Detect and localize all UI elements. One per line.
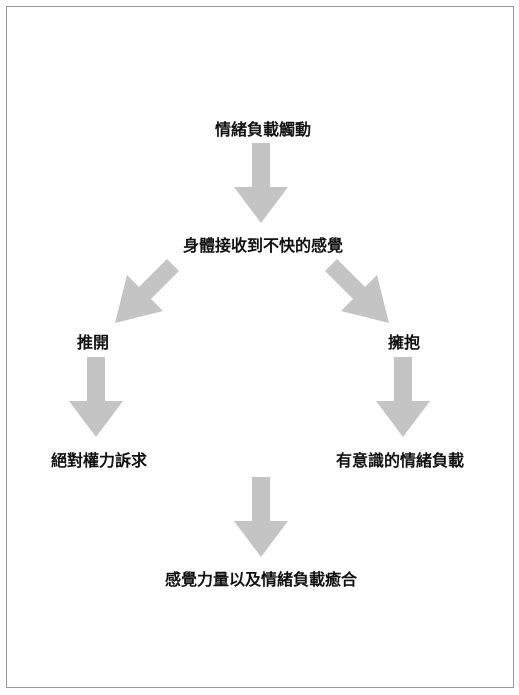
arrow-down-final bbox=[234, 477, 288, 557]
arrow-diag-right bbox=[325, 259, 389, 323]
node-conscious-emotion: 有意識的情緒負載 bbox=[335, 451, 465, 470]
node-absolute-power: 絕對權力訴求 bbox=[50, 451, 148, 470]
arrow-diag-left bbox=[115, 259, 179, 323]
arrow-down-left-icon bbox=[115, 259, 179, 323]
arrow-down-icon bbox=[234, 477, 288, 557]
node-body-discomfort: 身體接收到不快的感覺 bbox=[182, 236, 344, 255]
node-emotional-trigger: 情緒負載觸動 bbox=[214, 120, 312, 139]
node-embrace: 擁抱 bbox=[387, 333, 421, 352]
diagram-frame: 情緒負載觸動 身體接收到不快的感覺 推開 擁抱 絕對權力訴求 有意識的情緒負載 bbox=[6, 6, 514, 688]
arrow-down-icon bbox=[234, 143, 288, 223]
node-healing: 感覺力量以及情緒負載癒合 bbox=[164, 570, 358, 589]
arrow-down-left-branch bbox=[69, 357, 123, 437]
arrow-down-icon bbox=[69, 357, 123, 437]
arrow-down-right-branch bbox=[376, 357, 430, 437]
arrow-down-icon bbox=[376, 357, 430, 437]
arrow-down-right-icon bbox=[325, 259, 389, 323]
arrow-down-1 bbox=[234, 143, 288, 223]
node-push-away: 推開 bbox=[76, 333, 110, 352]
